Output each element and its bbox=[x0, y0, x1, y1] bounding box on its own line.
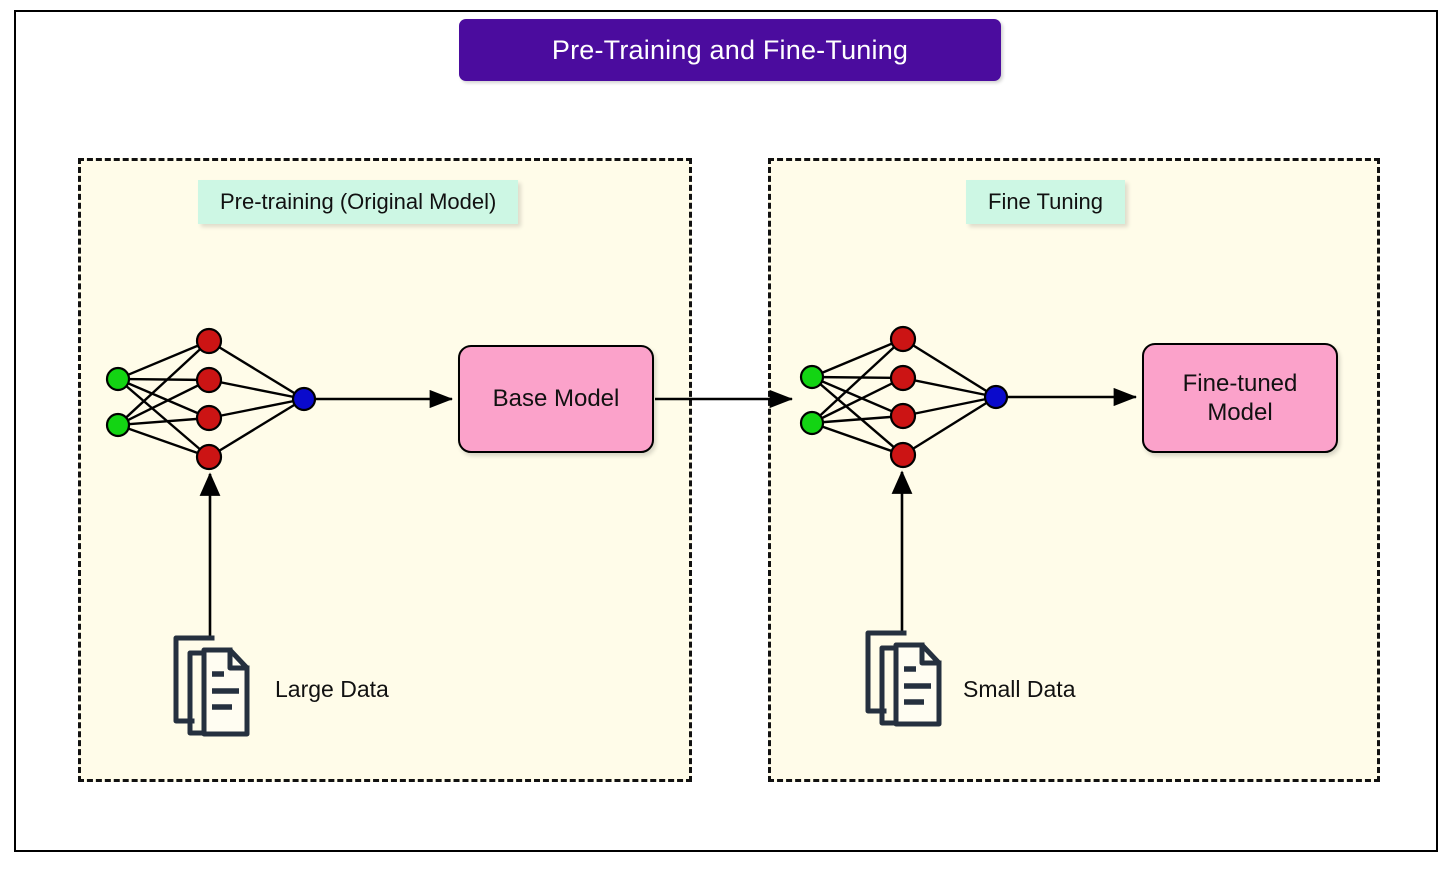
data-label-small-data: Small Data bbox=[963, 676, 1076, 702]
model-box-finetuned-model: Fine-tuned Model bbox=[1142, 343, 1338, 453]
diagram-title-banner: Pre-Training and Fine-Tuning bbox=[459, 19, 1001, 81]
model-box-finetuned-model-text: Fine-tuned Model bbox=[1183, 369, 1298, 428]
data-label-large-data: Large Data bbox=[275, 676, 389, 702]
model-box-base-model: Base Model bbox=[458, 345, 654, 453]
finetuned-label-line2: Model bbox=[1207, 399, 1273, 426]
finetuned-label-line1: Fine-tuned bbox=[1182, 369, 1298, 397]
panel-label-finetuning: Fine Tuning bbox=[966, 180, 1125, 224]
page-title: Pre-Training and Fine-Tuning bbox=[551, 34, 909, 65]
panel-label-pretraining: Pre-training (Original Model) bbox=[198, 180, 519, 224]
